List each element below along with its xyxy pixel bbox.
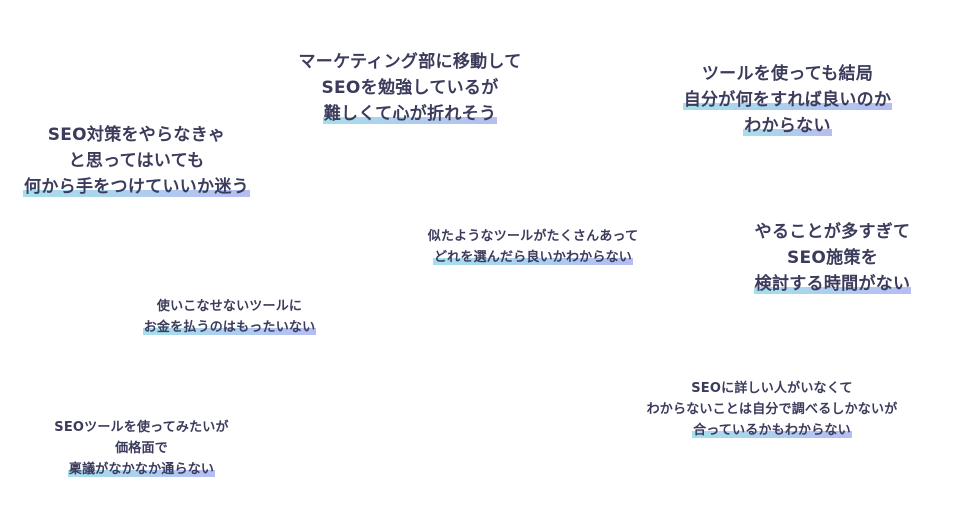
concern-highlight-line: お金を払うのはもったいない	[142, 320, 317, 335]
concern-line: SEOを勉強しているが	[321, 78, 499, 98]
concern-wasted-money: 使いこなせないツールに お金を払うのはもったいない	[132, 296, 327, 338]
concern-highlight-line: わからない	[743, 116, 832, 136]
concern-line: SEO施策を	[786, 248, 879, 268]
concern-line: SEOツールを使ってみたいが	[54, 420, 229, 435]
concern-no-expert: SEOに詳しい人がいなくて わからないことは自分で調べるしかないが 合っているか…	[632, 378, 912, 441]
concern-highlight-line: 検討する時間がない	[753, 274, 912, 294]
concern-line: 使いこなせないツールに	[156, 299, 303, 314]
concern-where-to-start: SEO対策をやらなきゃ と思ってはいても 何から手をつけていいか迷う	[14, 122, 259, 200]
concern-line: と思ってはいても	[68, 151, 205, 171]
concern-line: 価格面で	[115, 441, 168, 456]
concern-highlight-line: 難しくて心が折れそう	[322, 104, 498, 124]
concern-highlight-line: 合っているかもわからない	[692, 423, 852, 438]
concern-no-time: やることが多すぎて SEO施策を 検討する時間がない	[745, 219, 920, 297]
concern-line: 似たようなツールがたくさんあって	[427, 229, 639, 244]
concern-line: SEOに詳しい人がいなくて	[691, 381, 853, 396]
concern-line: マーケティング部に移動して	[298, 52, 522, 72]
concern-highlight-line: どれを選んだら良いかわからない	[432, 250, 633, 265]
concern-highlight-line: 何から手をつけていいか迷う	[23, 177, 250, 197]
concern-similar-tools: 似たようなツールがたくさんあって どれを選んだら良いかわからない	[413, 226, 653, 268]
concern-price-approval: SEOツールを使ってみたいが 価格面で 稟議がなかなか通らない	[44, 417, 239, 480]
concern-line: やることが多すぎて	[754, 222, 911, 242]
concern-tool-unclear: ツールを使っても結局 自分が何をすれば良いのか わからない	[670, 61, 905, 139]
concern-line: ツールを使っても結局	[701, 64, 874, 84]
concern-line: SEO対策をやらなきゃ	[47, 125, 226, 145]
concern-marketing-dept: マーケティング部に移動して SEOを勉強しているが 難しくて心が折れそう	[290, 49, 530, 127]
concern-highlight-line: 自分が何をすれば良いのか	[682, 90, 893, 110]
concern-highlight-line: 稟議がなかなか通らない	[67, 462, 216, 477]
concern-line: わからないことは自分で調べるしかないが	[646, 402, 898, 417]
